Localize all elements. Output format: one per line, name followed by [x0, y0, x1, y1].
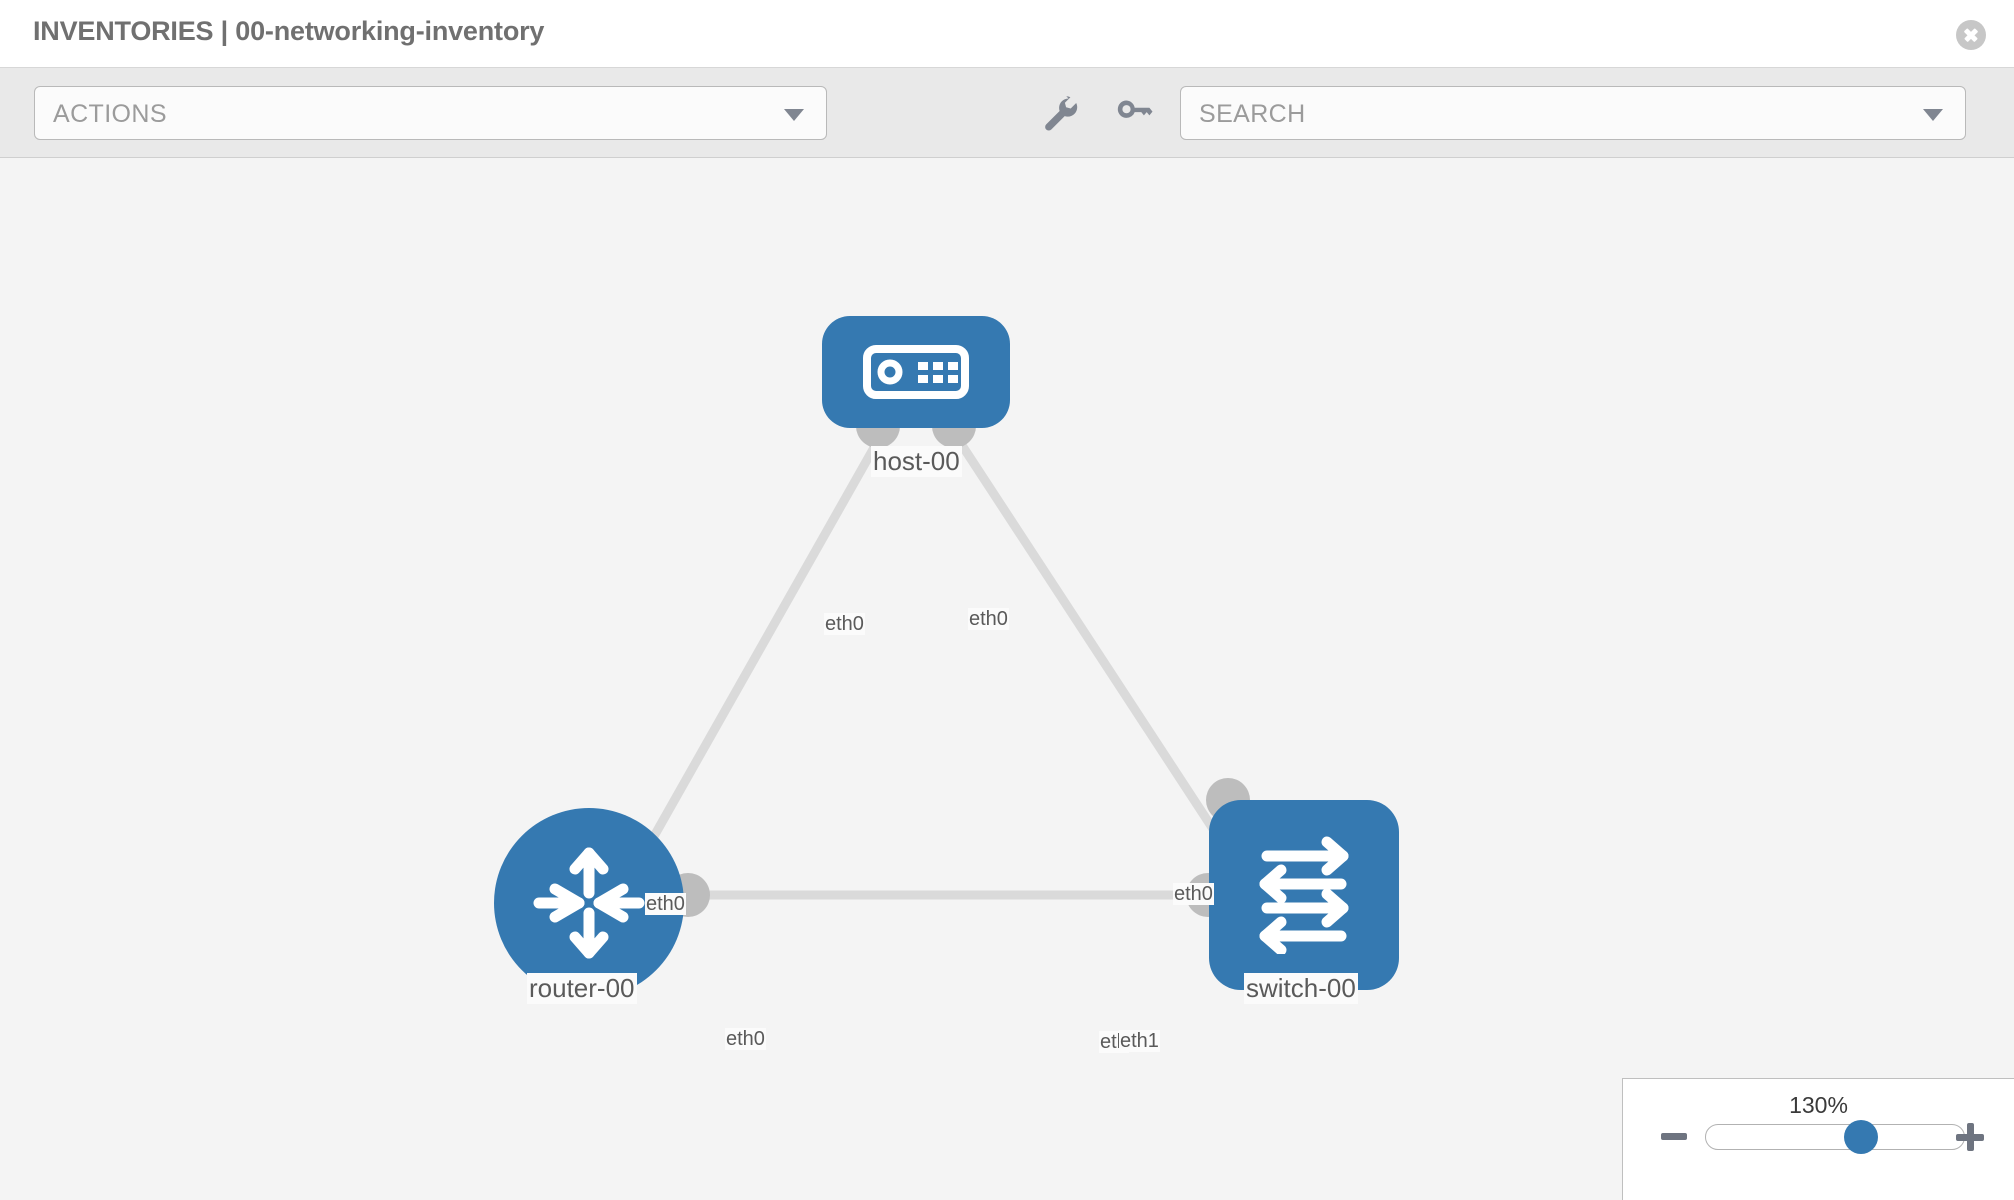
actions-dropdown-label: ACTIONS	[53, 100, 167, 128]
host-00-label: host-00	[871, 446, 962, 477]
key-icon[interactable]	[1112, 94, 1156, 134]
wrench-icon[interactable]	[1038, 94, 1082, 134]
zoom-level-label: 130%	[1789, 1092, 1848, 1118]
zoom-out-button[interactable]	[1661, 1133, 1687, 1140]
link-host00-switch00	[948, 427, 1236, 861]
link-host00-router00	[636, 427, 888, 864]
actions-dropdown[interactable]: ACTIONS	[34, 86, 827, 140]
edge-label-switch-upper-eth0: eth0	[1173, 883, 1214, 905]
edge-label-router-upper-eth0: eth0	[645, 893, 686, 915]
edge-label-host-right-eth0: eth0	[968, 608, 1009, 630]
zoom-control-panel: 130%	[1622, 1078, 2014, 1200]
search-input[interactable]: SEARCH	[1180, 86, 1966, 140]
edge-label-switch-left-eth1: eth1	[1119, 1030, 1160, 1052]
chevron-down-icon	[1923, 109, 1943, 121]
zoom-in-button[interactable]	[1956, 1123, 1984, 1151]
switch-arrows-icon	[1259, 836, 1349, 954]
edge-label-host-left-eth0: eth0	[824, 613, 865, 635]
router-00-label: router-00	[527, 973, 637, 1004]
switch-00-label: switch-00	[1244, 973, 1358, 1004]
switch-00-shape[interactable]	[1209, 800, 1399, 990]
edge-label-router-right-eth0: eth0	[725, 1028, 766, 1050]
zoom-slider-thumb[interactable]	[1843, 1120, 1878, 1154]
search-placeholder: SEARCH	[1199, 100, 1306, 128]
topology-links	[636, 427, 1236, 900]
toolbar: ACTIONS SEARCH	[0, 68, 2014, 158]
router-arrows-icon	[533, 847, 645, 959]
topology-canvas[interactable]: host-00 rou	[0, 158, 2014, 1200]
chevron-down-icon	[784, 109, 804, 121]
page-header: INVENTORIES | 00-networking-inventory	[0, 0, 2014, 68]
zoom-slider[interactable]	[1705, 1120, 1965, 1154]
host-00-shape[interactable]	[822, 316, 1010, 428]
page-title: INVENTORIES | 00-networking-inventory	[33, 16, 545, 46]
server-icon	[863, 345, 969, 399]
close-icon[interactable]	[1956, 20, 1986, 50]
